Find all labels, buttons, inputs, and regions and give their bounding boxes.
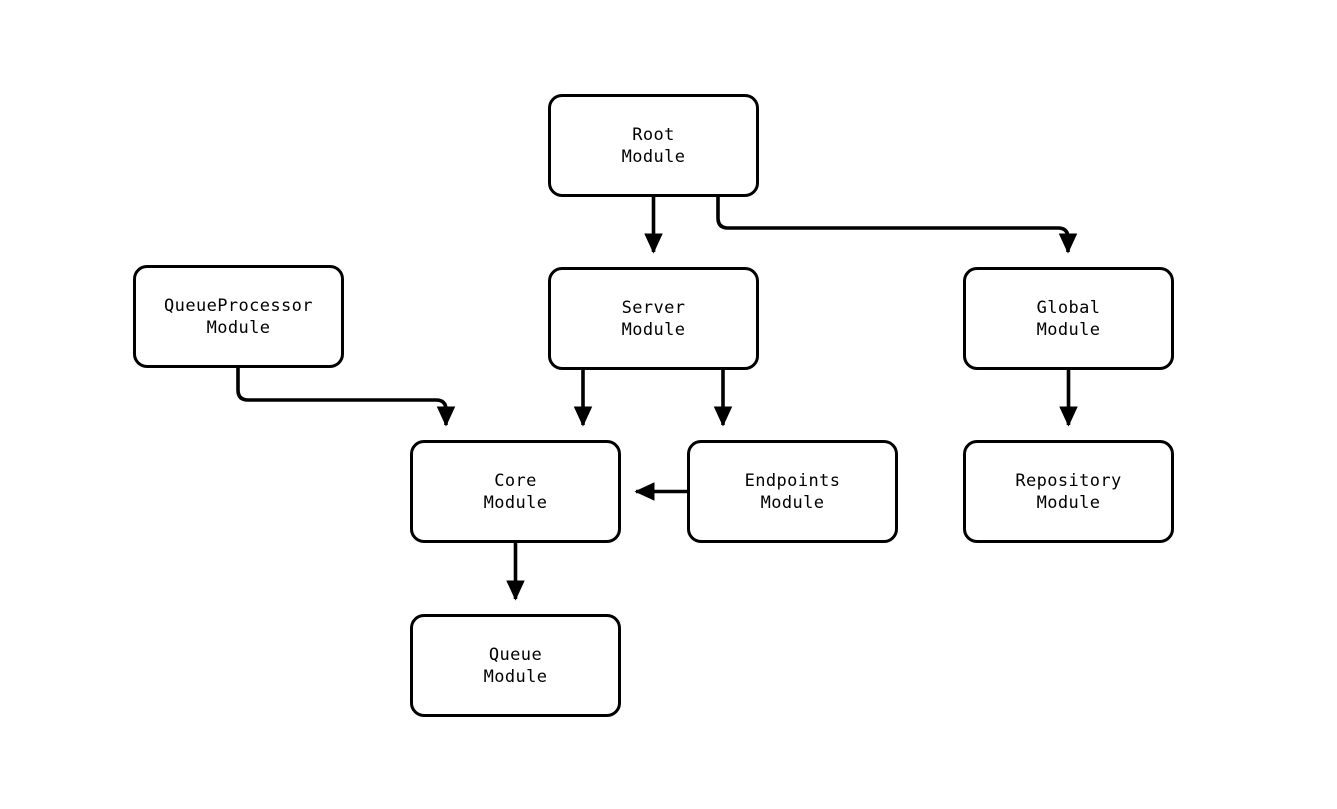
node-core-module[interactable]: Core Module	[410, 440, 621, 543]
edge-root-to-global	[716, 197, 1078, 254]
node-queue-module-line2: Module	[483, 666, 548, 687]
node-core-module-line1: Core	[494, 470, 537, 491]
node-root-module-line2: Module	[621, 146, 686, 167]
node-server-module-line1: Server	[621, 297, 686, 318]
node-endpoints-module-line2: Module	[760, 492, 825, 513]
node-server-module[interactable]: Server Module	[548, 267, 759, 370]
node-root-module-line1: Root	[632, 124, 675, 145]
node-global-module-line2: Module	[1036, 319, 1101, 340]
node-repository-module[interactable]: Repository Module	[963, 440, 1174, 543]
node-queue-module-line1: Queue	[488, 644, 543, 665]
node-queueprocessor-module[interactable]: QueueProcessor Module	[133, 265, 344, 368]
node-global-module[interactable]: Global Module	[963, 267, 1174, 370]
node-queueprocessor-module-line2: Module	[206, 317, 271, 338]
node-core-module-line2: Module	[483, 492, 548, 513]
node-queue-module[interactable]: Queue Module	[410, 614, 621, 717]
node-endpoints-module-line1: Endpoints	[744, 470, 841, 491]
node-global-module-line1: Global	[1036, 297, 1101, 318]
node-root-module[interactable]: Root Module	[548, 94, 759, 197]
edge-queueprocessor-to-core	[236, 368, 456, 427]
node-repository-module-line2: Module	[1036, 492, 1101, 513]
node-queueprocessor-module-line1: QueueProcessor	[164, 295, 313, 316]
node-endpoints-module[interactable]: Endpoints Module	[687, 440, 898, 543]
node-repository-module-line1: Repository	[1015, 470, 1122, 491]
node-server-module-line2: Module	[621, 319, 686, 340]
